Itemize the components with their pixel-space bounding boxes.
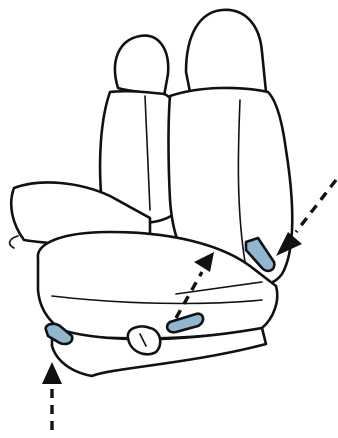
front-lever-arrow	[42, 362, 62, 430]
headrest	[186, 10, 266, 96]
rear-headrest	[115, 36, 168, 96]
rear-seat-latch	[10, 236, 18, 248]
recline-lever-arrow-shaft	[296, 180, 336, 232]
up-arrow-icon	[42, 362, 62, 384]
rear-seat	[10, 36, 178, 248]
